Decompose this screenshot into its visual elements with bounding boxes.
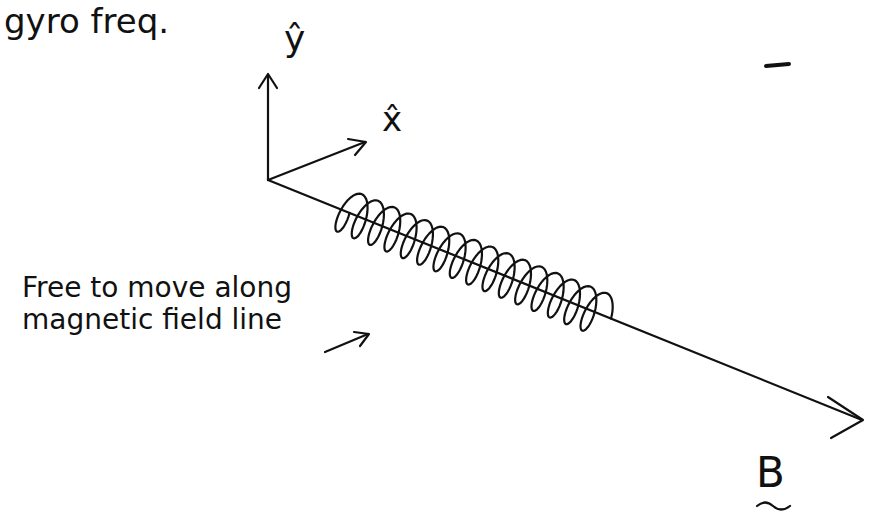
vector-tilde [757,503,790,510]
gyration-helix [335,194,612,331]
y-arrowhead [259,74,277,88]
title-note: gyro freq. [4,2,169,41]
axis-label: x̂ [382,100,402,139]
field-line [268,180,862,420]
field-arrowhead [828,397,863,438]
axis-label: ŷ [284,18,305,59]
pointer-arrowhead [354,332,369,346]
stray-mark [766,64,789,66]
y-axis [267,75,269,180]
x-arrowhead [348,139,366,155]
field-label: B [756,452,785,494]
x-axis [268,142,365,180]
motion-note: Free to move along magnetic field line [22,272,322,336]
